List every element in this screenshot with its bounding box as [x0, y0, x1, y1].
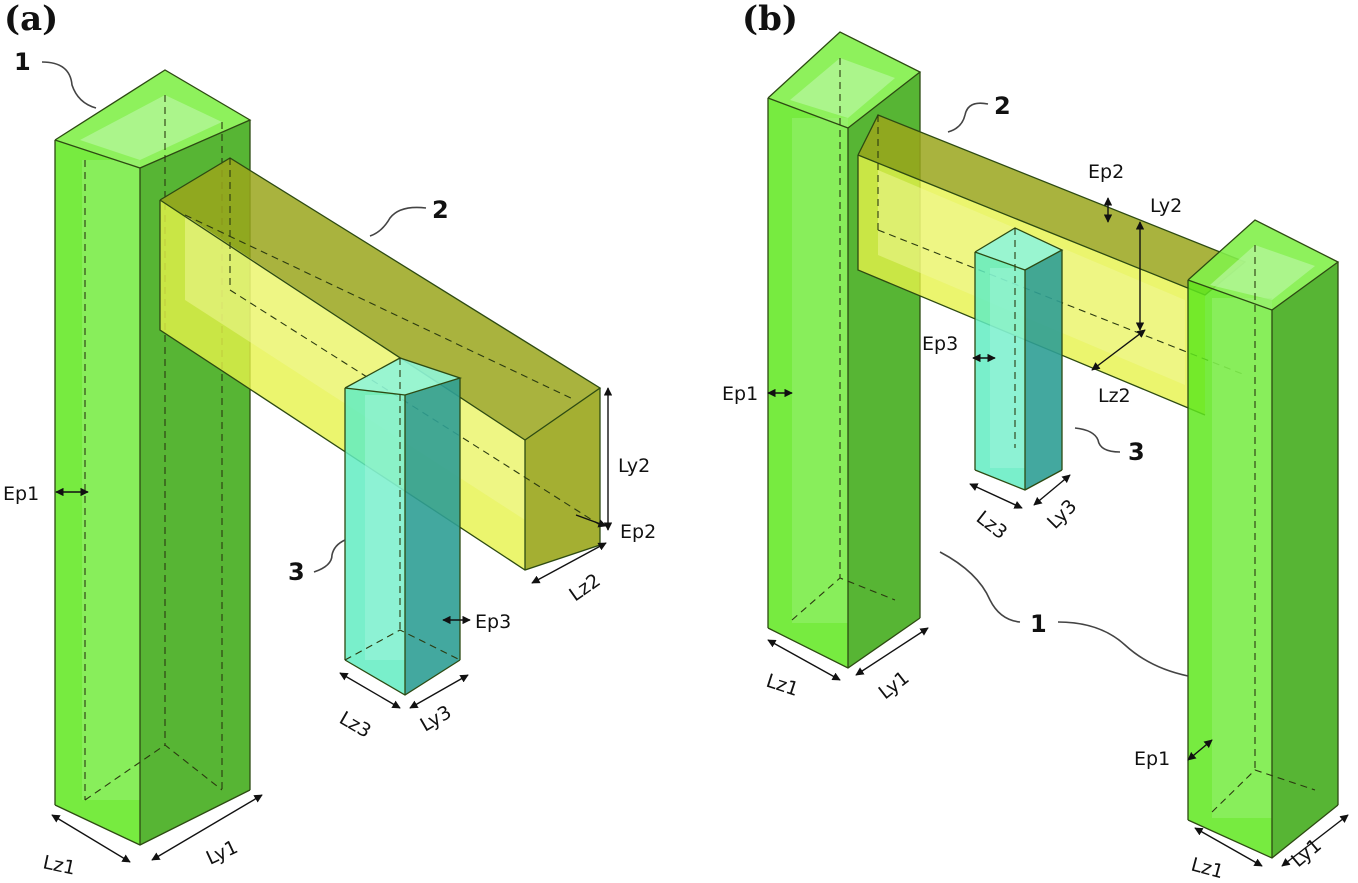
panel-b: (b) [722, 0, 1349, 883]
panel-b-arrow-lz1-right [1194, 827, 1263, 867]
panel-b-arrow-ep1-right [1187, 739, 1213, 761]
panel-b-leader-2 [947, 102, 989, 133]
panel-a-label: (a) [4, 0, 58, 39]
panel-a-dim-ep1: Ep1 [3, 483, 39, 505]
panel-b-leader-1b [1057, 621, 1189, 677]
panel-b-part-2: 2 [994, 92, 1011, 120]
panel-a-leader-3 [313, 539, 346, 573]
panel-b-dim-lz1-left: Lz1 [763, 670, 801, 701]
panel-b-dim-ep1-left: Ep1 [722, 383, 758, 405]
panel-b-part-3: 3 [1128, 438, 1145, 466]
panel-a-part-3: 3 [288, 558, 305, 586]
panel-a-arrow-ly3 [409, 674, 469, 709]
panel-a-dim-ly1: Ly1 [203, 836, 241, 870]
panel-b-dim-ly2: Ly2 [1150, 195, 1182, 217]
panel-b-part-1: 1 [1030, 610, 1047, 638]
panel-a-dim-ep3: Ep3 [475, 611, 511, 633]
panel-b-arrow-lz3 [969, 483, 1023, 509]
panel-b-dim-lz1-right: Lz1 [1189, 854, 1226, 883]
panel-b-dim-ep3: Ep3 [922, 333, 958, 355]
panel-b-label: (b) [742, 0, 798, 39]
panel-a-arrow-lz1 [51, 814, 131, 863]
panel-a-dim-lz2: Lz2 [565, 569, 604, 606]
panel-b-right-column [1187, 219, 1340, 859]
panel-a-arrow-ep2 [575, 514, 607, 528]
panel-b-leader-1a [939, 551, 1021, 623]
panel-b-arrow-ly3 [1033, 474, 1071, 506]
panel-b-dim-ep1-right: Ep1 [1134, 748, 1170, 770]
panel-b-dim-ep2: Ep2 [1088, 161, 1124, 183]
panel-b-arrow-lz2 [1091, 329, 1146, 371]
panel-a-dim-ep2: Ep2 [620, 521, 656, 543]
panel-b-arrow-lz1-left [767, 639, 841, 681]
panel-a-dim-lz1: Lz1 [41, 851, 78, 879]
panel-a-part-2: 2 [432, 196, 449, 224]
panel-a-leader-2 [369, 206, 427, 237]
panel-a: (a) [3, 0, 656, 880]
panel-a-dim-ly3: Ly3 [417, 701, 456, 736]
panel-b-arrow-ly1-left [855, 627, 929, 676]
panel-b-dim-ly3: Ly3 [1043, 495, 1081, 533]
panel-b-arrow-ly1-right [1281, 814, 1349, 867]
panel-a-arrow-lz2 [531, 542, 607, 584]
panel-a-arrow-lz3 [339, 672, 401, 709]
panel-b-hanger [974, 227, 1064, 491]
panel-b-leader-3 [1074, 427, 1121, 453]
panel-a-dim-lz3: Lz3 [336, 707, 375, 742]
panel-a-leader-1 [41, 61, 97, 109]
panel-a-dim-ly2: Ly2 [618, 455, 650, 477]
panel-a-part-1: 1 [14, 48, 31, 76]
panel-a-hanger [344, 357, 463, 696]
panel-b-dim-ly1-left: Ly1 [875, 667, 914, 704]
panel-a-arrow-ly1 [151, 794, 263, 861]
panel-b-dim-lz2: Lz2 [1098, 385, 1131, 407]
panel-b-dim-lz3: Lz3 [972, 507, 1011, 544]
